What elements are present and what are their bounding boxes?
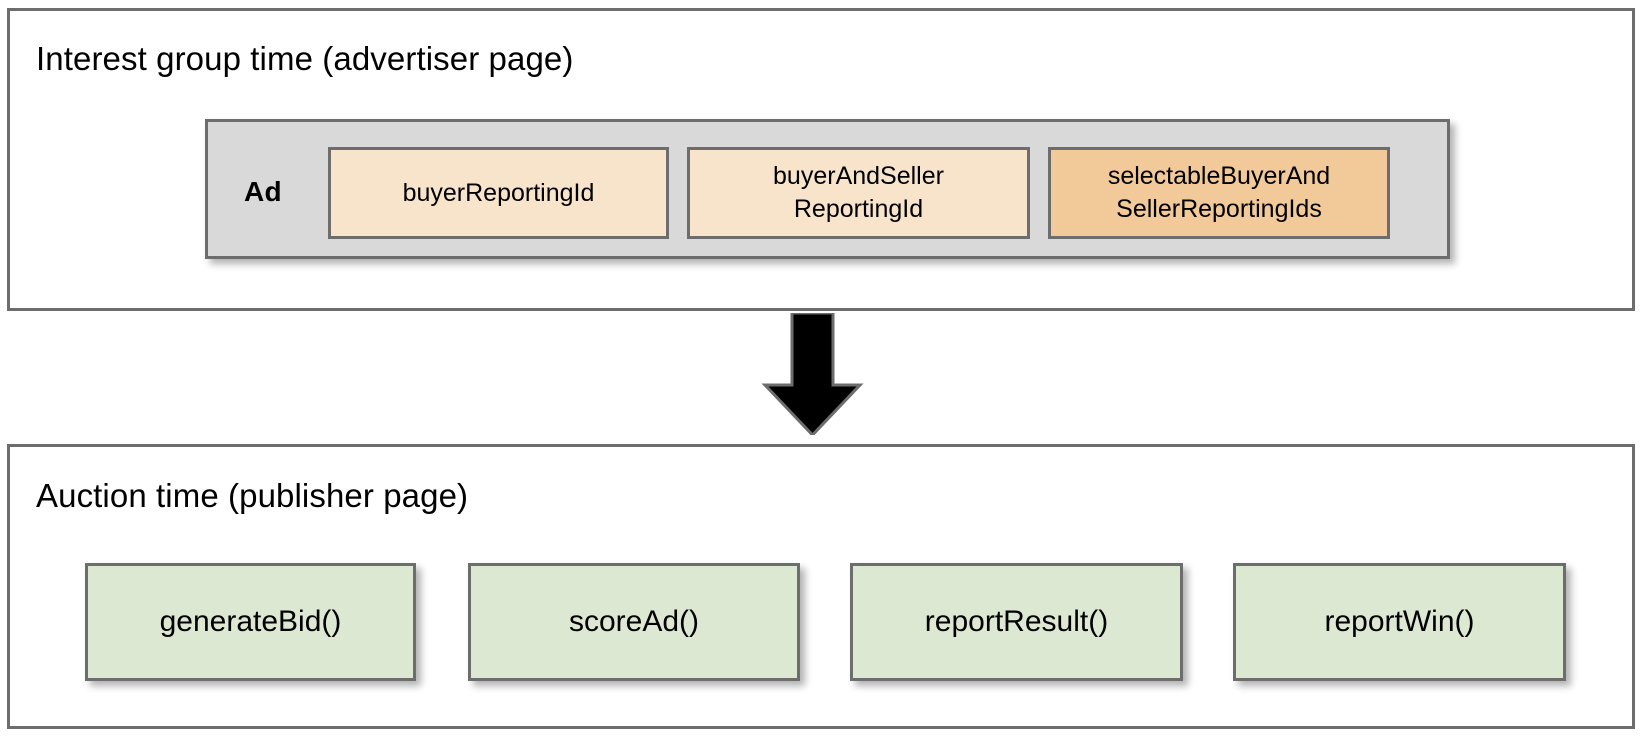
- field-label-line1: selectableBuyerAnd: [1107, 162, 1331, 190]
- function-box-report-win[interactable]: reportWin(): [1233, 563, 1566, 681]
- field-box-buyer-reporting-id[interactable]: buyerReportingId: [328, 147, 669, 239]
- arrow-down-icon: [761, 313, 864, 435]
- auction-panel-title: Auction time (publisher page): [36, 477, 469, 514]
- advertiser-panel-title: Interest group time (advertiser page): [36, 40, 574, 77]
- field-label: buyerReportingId: [402, 178, 595, 207]
- field-label-line2: SellerReportingIds: [1116, 195, 1322, 223]
- ad-label: Ad: [244, 176, 282, 207]
- function-label: reportWin(): [1324, 605, 1475, 638]
- field-box-selectable-buyer-and-seller-reporting-ids[interactable]: selectableBuyerAnd SellerReportingIds: [1048, 147, 1390, 239]
- function-box-report-result[interactable]: reportResult(): [850, 563, 1183, 681]
- function-box-generate-bid[interactable]: generateBid(): [85, 563, 416, 681]
- field-box-buyer-and-seller-reporting-id[interactable]: buyerAndSeller ReportingId: [687, 147, 1030, 239]
- ad-container: Ad buyerReportingId buyerAndSeller Repor…: [205, 119, 1450, 259]
- function-label: scoreAd(): [568, 605, 700, 638]
- field-label: selectableBuyerAnd SellerReportingIds: [1108, 160, 1330, 226]
- function-label: reportResult(): [924, 605, 1109, 638]
- field-label-line1: buyerAndSeller: [773, 162, 944, 190]
- auction-panel: Auction time (publisher page) generateBi…: [7, 444, 1635, 729]
- advertiser-panel: Interest group time (advertiser page) Ad…: [7, 8, 1635, 311]
- function-label: generateBid(): [159, 605, 342, 638]
- field-label-line2: ReportingId: [793, 195, 924, 223]
- field-label: buyerAndSeller ReportingId: [773, 160, 944, 226]
- function-box-score-ad[interactable]: scoreAd(): [468, 563, 800, 681]
